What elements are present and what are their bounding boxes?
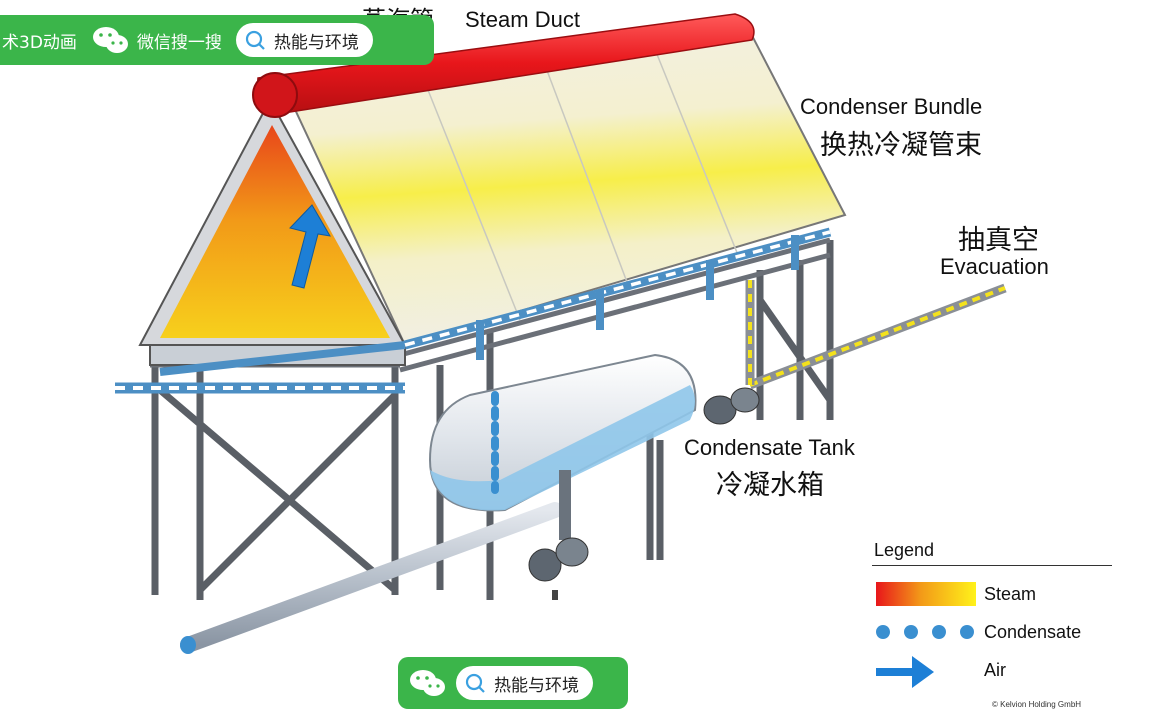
channel-text: 术3D动画	[2, 32, 77, 53]
wechat-bottom-banner: 热能与环境	[398, 657, 628, 709]
account-search-pill[interactable]: 热能与环境	[456, 666, 593, 700]
condensate-tank	[428, 353, 697, 512]
legend-air-label: Air	[984, 660, 1006, 680]
steam-duct-end	[252, 72, 298, 118]
steam-swatch	[876, 582, 976, 606]
gable-interior	[160, 125, 390, 338]
search-icon	[465, 673, 485, 693]
legend-title: Legend	[874, 540, 935, 560]
evacuation-label-zh: 抽真空	[958, 225, 1039, 256]
steam-duct-label-en: Steam Duct	[465, 7, 580, 32]
condensate-header	[115, 227, 832, 394]
condensate-dots-swatch	[876, 625, 988, 644]
legend-steam-label: Steam	[984, 584, 1037, 604]
wechat-icon	[410, 670, 445, 696]
account-search-pill[interactable]: 热能与环境	[235, 23, 373, 57]
legend-condensate-label: Condensate	[984, 622, 1082, 642]
condensate-pump	[528, 537, 589, 600]
condenser-bundle-label-en: Condenser Bundle	[800, 94, 983, 119]
copyright: © Kelvion Holding GmbH	[992, 700, 1082, 709]
wechat-search-text: 微信搜一搜	[136, 32, 222, 53]
evacuation-label-en: Evacuation	[940, 254, 1049, 279]
condenser-bundle-label-zh: 换热冷凝管束	[820, 130, 982, 161]
wechat-icon	[92, 27, 128, 53]
account-name: 热能与环境	[494, 675, 579, 696]
legend-divider	[872, 565, 1112, 566]
evacuation-pipe	[745, 280, 1007, 390]
air-arrow-icon	[876, 656, 934, 688]
air-arrow-icon	[289, 204, 331, 289]
outlet-pipe	[180, 470, 571, 654]
vacuum-pump	[703, 387, 760, 425]
legend: Legend Steam Condensate Air	[872, 538, 1112, 718]
condensate-tank-label-zh: 冷凝水箱	[716, 470, 824, 501]
condensate-tank-label-en: Condensate Tank	[684, 435, 855, 460]
wechat-watermark-banner: 术3D动画 微信搜一搜 热能与环境	[0, 15, 434, 65]
search-icon	[245, 30, 265, 50]
bundle-panel-lines	[419, 36, 741, 321]
account-name: 热能与环境	[273, 32, 359, 53]
